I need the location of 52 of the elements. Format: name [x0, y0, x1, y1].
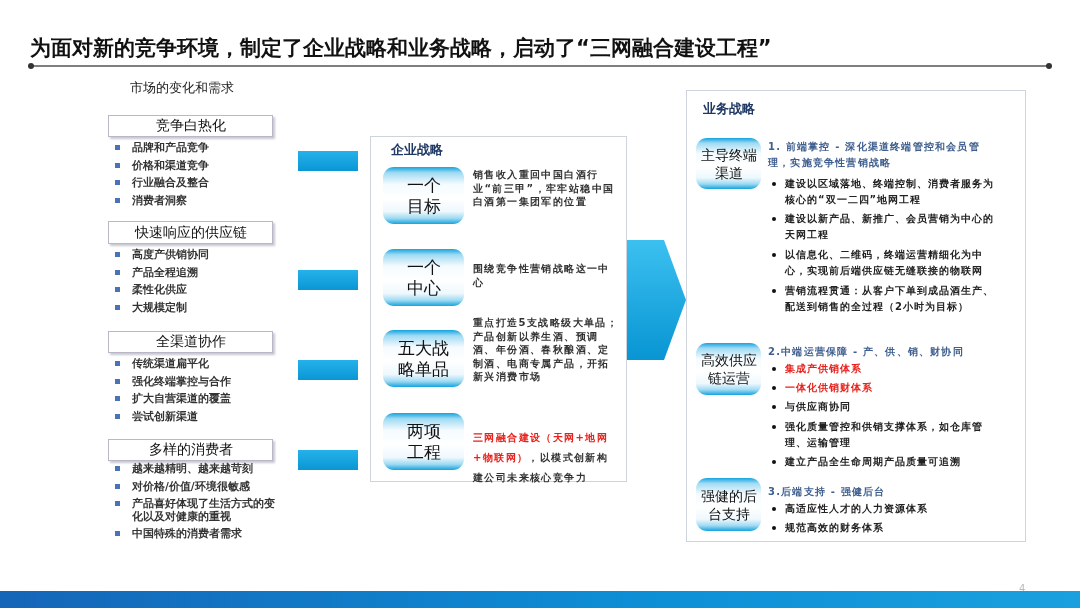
bullet-item: 柔性化供应 [112, 283, 284, 296]
strategy-button: 强健的后台支持 [696, 478, 761, 531]
strategy-panel [686, 90, 1026, 542]
strategy-button: 两项工程 [383, 413, 464, 470]
bullet-item: 规范高效的财务体系 [771, 520, 1000, 536]
page-title: 为面对新的竞争环境，制定了企业战略和业务战略，启动了“三网融合建设工程” [30, 35, 772, 62]
heading-box: 全渠道协作 [108, 331, 273, 353]
chevron-arrow [627, 240, 686, 360]
heading-box: 快速响应的供应链 [108, 221, 273, 244]
bullet-item: 越来越精明、越来越苛刻 [112, 462, 284, 475]
strategy-button: 高效供应链运营 [696, 343, 761, 395]
bullet-item: 高度产供销协同 [112, 248, 284, 261]
heading-box: 竞争白热化 [108, 115, 273, 137]
bullet-item: 建设以区域落地、终端控制、消费者服务为核心的“双一二四”地网工程 [771, 176, 1000, 208]
column-heading: 市场的变化和需求 [130, 79, 234, 97]
strategy-button: 一个中心 [383, 249, 464, 306]
bullet-item: 价格和渠道竞争 [112, 158, 284, 171]
bullet-item: 品牌和产品竞争 [112, 141, 284, 154]
bullet-item: 对价格/价值/环境很敏感 [112, 479, 284, 492]
bullet-item: 与供应商协同 [771, 399, 1000, 415]
bullet-item: 尝试创新渠道 [112, 409, 284, 422]
panel-heading: 业务战略 [703, 100, 755, 118]
bullet-item: 以信息化、二维码，终端运营精细化为中心，实现前后端供应链无缝联接的物联网 [771, 247, 1000, 279]
strategy-panel [370, 136, 627, 482]
bullet-item: 消费者洞察 [112, 193, 284, 206]
heading-box: 多样的消费者 [108, 439, 273, 461]
bullet-item: 传统渠道扁平化 [112, 357, 284, 370]
strategy-button: 五大战略单品 [383, 330, 464, 387]
bullet-item: 营销流程贯通：从客户下单到成品酒生产、配送到销售的全过程（2小时为目标） [771, 283, 1000, 315]
section-heading: 3.后端支持 - 强健后台 [768, 485, 887, 499]
bullet-item: 扩大自营渠道的覆盖 [112, 392, 284, 405]
description-text: 围绕竞争性营销战略这一中心 [473, 262, 611, 289]
strategy-button: 一个目标 [383, 167, 464, 224]
bullet-item: 一体化供销财体系 [771, 380, 1000, 396]
section-heading: 1. 前端掌控 - 深化渠道终端管控和会员管理，实施竞争性营销战略 [768, 140, 981, 170]
panel-heading: 企业战略 [391, 141, 443, 159]
bullet-item: 中国特殊的消费者需求 [112, 527, 284, 540]
bullet-item: 大规模定制 [112, 300, 284, 313]
section-heading: 2.中端运营保障 - 产、供、销、财协同 [768, 345, 965, 359]
bullet-item: 行业融合及整合 [112, 176, 284, 189]
description-text: 销售收入重回中国白酒行业“前三甲”，牢牢站稳中国白酒第一集团军的位置 [473, 168, 616, 209]
bullet-item: 集成产供销体系 [771, 361, 1000, 377]
description-text: 三网融合建设（天网+地网+物联网），以模式创新构建公司未来核心竞争力 [473, 431, 610, 485]
bullet-item: 产品全程追溯 [112, 265, 284, 278]
bullet-item: 高适应性人才的人力资源体系 [771, 501, 1000, 517]
bullet-item: 强化质量管控和供销支撑体系，如仓库管理、运输管理 [771, 419, 1000, 451]
bullet-item: 建立产品全生命周期产品质量可追溯 [771, 454, 1000, 470]
bullet-item: 强化终端掌控与合作 [112, 374, 284, 387]
bullet-item: 产品喜好体现了生活方式的变化以及对健康的重视 [112, 497, 284, 522]
bullet-item: 建设以新产品、新推广、会员营销为中心的天网工程 [771, 211, 1000, 243]
strategy-button: 主导终端渠道 [696, 138, 761, 189]
description-text: 重点打造5支战略级大单品；产品创新以养生酒、预调酒、年份酒、春秋酿酒、定制酒、电商专属产品，开拓新兴消费市场 [473, 316, 619, 384]
